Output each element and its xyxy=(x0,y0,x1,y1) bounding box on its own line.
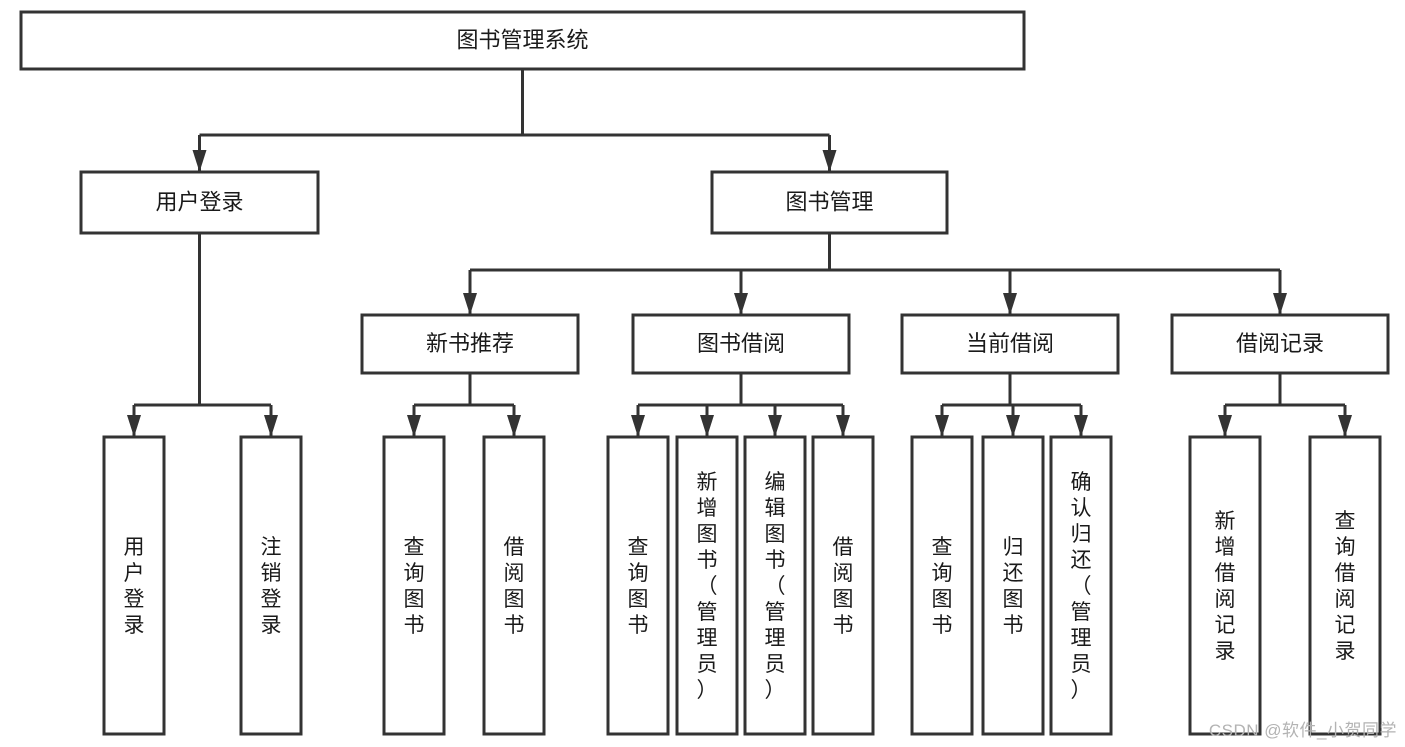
arrow-head-icon xyxy=(407,415,421,437)
node-box xyxy=(675,435,739,736)
node-box xyxy=(811,435,875,736)
node-label: 查询图书 xyxy=(404,536,425,637)
node-leaf-query-book-2[interactable]: 查询图书 xyxy=(606,435,670,736)
node-borrow-record[interactable]: 借阅记录 xyxy=(1170,313,1390,375)
node-leaf-add-borrow-record[interactable]: 新增借阅记录 xyxy=(1188,435,1262,736)
node-label: 新增借阅记录 xyxy=(1215,510,1236,663)
node-box xyxy=(79,170,320,235)
node-leaf-edit-book-admin[interactable]: 编辑图书（管理员） xyxy=(743,435,807,736)
node-label: 新增图书（管理员） xyxy=(697,471,718,702)
node-box xyxy=(1308,435,1382,736)
node-box xyxy=(606,435,670,736)
node-leaf-query-book-1[interactable]: 查询图书 xyxy=(382,435,446,736)
arrow-head-icon xyxy=(700,415,714,437)
node-box xyxy=(1170,313,1390,375)
node-box xyxy=(900,313,1120,375)
node-label: 当前借阅 xyxy=(966,331,1054,356)
node-box xyxy=(910,435,974,736)
node-box xyxy=(710,170,949,235)
node-box xyxy=(360,313,580,375)
node-root[interactable]: 图书管理系统 xyxy=(19,10,1026,71)
node-box xyxy=(1049,435,1113,736)
node-book-manage[interactable]: 图书管理 xyxy=(710,170,949,235)
arrow-head-icon xyxy=(1006,415,1020,437)
node-box xyxy=(239,435,303,736)
node-box xyxy=(743,435,807,736)
node-label: 查询图书 xyxy=(628,536,649,637)
arrow-head-icon xyxy=(1003,293,1017,315)
arrow-head-icon xyxy=(507,415,521,437)
node-leaf-add-book-admin[interactable]: 新增图书（管理员） xyxy=(675,435,739,736)
node-box xyxy=(981,435,1045,736)
arrow-head-icon xyxy=(264,415,278,437)
node-label: 图书借阅 xyxy=(697,331,785,356)
node-leaf-query-book-3[interactable]: 查询图书 xyxy=(910,435,974,736)
node-label: 查询借阅记录 xyxy=(1335,510,1356,663)
node-box xyxy=(382,435,446,736)
arrow-head-icon xyxy=(734,293,748,315)
node-label: 用户登录 xyxy=(124,536,145,637)
node-leaf-confirm-return-admin[interactable]: 确认归还（管理员） xyxy=(1049,435,1113,736)
arrow-head-icon xyxy=(768,415,782,437)
node-book-borrow[interactable]: 图书借阅 xyxy=(631,313,851,375)
arrow-head-icon xyxy=(463,293,477,315)
node-leaf-return-book[interactable]: 归还图书 xyxy=(981,435,1045,736)
arrow-head-icon xyxy=(192,150,207,172)
node-label: 借阅图书 xyxy=(833,536,854,637)
arrow-head-icon xyxy=(631,415,645,437)
node-label: 借阅记录 xyxy=(1236,331,1324,356)
node-label: 借阅图书 xyxy=(504,536,525,637)
node-label: 注销登录 xyxy=(261,536,282,637)
node-label: 用户登录 xyxy=(155,189,243,214)
edge-layer xyxy=(127,69,1352,437)
node-label: 图书管理系统 xyxy=(456,27,588,52)
arrow-head-icon xyxy=(822,150,837,172)
node-leaf-borrow-book-2[interactable]: 借阅图书 xyxy=(811,435,875,736)
node-user-login[interactable]: 用户登录 xyxy=(79,170,320,235)
node-current-borrow[interactable]: 当前借阅 xyxy=(900,313,1120,375)
node-leaf-borrow-book-1[interactable]: 借阅图书 xyxy=(482,435,546,736)
node-label: 编辑图书（管理员） xyxy=(765,471,786,702)
node-label: 图书管理 xyxy=(785,189,873,214)
node-leaf-query-borrow-record[interactable]: 查询借阅记录 xyxy=(1308,435,1382,736)
node-box xyxy=(631,313,851,375)
node-label: 归还图书 xyxy=(1003,536,1024,637)
node-box xyxy=(1188,435,1262,736)
watermark-text: CSDN @软件_小贺同学 xyxy=(1208,721,1397,740)
node-label: 确认归还（管理员） xyxy=(1071,471,1092,702)
node-box xyxy=(19,10,1026,71)
arrow-head-icon xyxy=(1074,415,1088,437)
arrow-head-icon xyxy=(127,415,141,437)
node-box xyxy=(482,435,546,736)
node-new-book-recommend[interactable]: 新书推荐 xyxy=(360,313,580,375)
arrow-head-icon xyxy=(935,415,949,437)
arrow-head-icon xyxy=(1218,415,1232,437)
arrow-head-icon xyxy=(1338,415,1352,437)
node-layer: 图书管理系统用户登录图书管理新书推荐图书借阅当前借阅借阅记录用户登录注销登录查询… xyxy=(19,10,1390,736)
node-label: 查询图书 xyxy=(932,536,953,637)
arrow-head-icon xyxy=(836,415,850,437)
node-label: 新书推荐 xyxy=(426,331,514,356)
node-box xyxy=(102,435,166,736)
arrow-head-icon xyxy=(1273,293,1287,315)
node-leaf-user-login[interactable]: 用户登录 xyxy=(102,435,166,736)
node-leaf-logout-login[interactable]: 注销登录 xyxy=(239,435,303,736)
